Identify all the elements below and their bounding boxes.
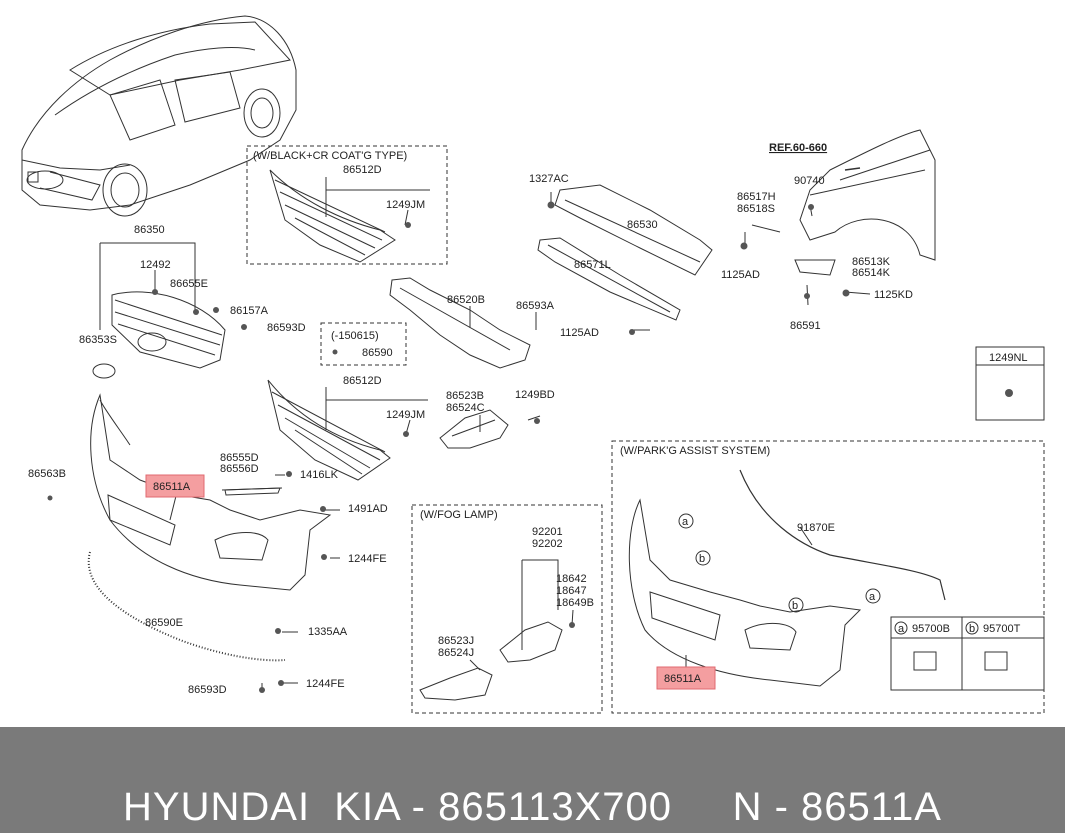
label-86556d: 86556D xyxy=(220,463,259,475)
footer-part-number: HYUNDAI KIA - 865113X700 N - 86511A xyxy=(123,785,942,829)
label-86555d: 86555D xyxy=(220,452,259,464)
label-section-fog-lamp: (W/FOG LAMP) xyxy=(420,509,498,521)
label-86655e: 86655E xyxy=(170,278,208,290)
label-86353s: 86353S xyxy=(79,334,117,346)
label-section-date-note: (-150615) xyxy=(331,330,379,342)
label-86563b: 86563B xyxy=(28,468,66,480)
sensor-b-icon xyxy=(984,651,1008,671)
label-1244fe-top: 1244FE xyxy=(348,553,387,565)
label-86511a-main: 86511A xyxy=(153,481,191,493)
label-86523j: 86523J xyxy=(438,635,474,647)
label-circle-a2: a xyxy=(869,591,876,603)
label-18649b: 18649B xyxy=(556,597,594,609)
fastener-callout-box xyxy=(975,346,1045,421)
radiator-grille-part xyxy=(92,291,226,379)
bumper-bracket-part xyxy=(389,277,531,369)
label-86512d-top: 86512D xyxy=(343,164,382,176)
label-1249jm-mid: 1249JM xyxy=(386,409,425,421)
label-circle-a1: a xyxy=(682,516,689,528)
label-reference: REF.60-660 xyxy=(769,142,827,154)
label-18642: 18642 xyxy=(556,573,587,585)
fog-lamp-part xyxy=(419,621,563,701)
label-90740: 90740 xyxy=(794,175,825,187)
label-1327ac: 1327AC xyxy=(529,173,569,185)
label-circle-b1: b xyxy=(699,553,705,565)
bumper-cover-part xyxy=(90,393,332,591)
label-1249bd: 1249BD xyxy=(515,389,555,401)
label-86591: 86591 xyxy=(790,320,821,332)
label-86523b: 86523B xyxy=(446,390,484,402)
label-86513k: 86513K xyxy=(852,256,891,268)
label-sensor-a: 95700B xyxy=(912,623,950,635)
highlight-park xyxy=(656,666,716,690)
label-1125kd: 1125KD xyxy=(874,289,913,301)
label-1249jm-top: 1249JM xyxy=(386,199,425,211)
label-letter-a: a xyxy=(898,623,905,635)
label-86524j: 86524J xyxy=(438,647,474,659)
grille-upper-part xyxy=(269,169,396,263)
label-86530: 86530 xyxy=(627,219,658,231)
section-box-fog-lamp xyxy=(411,504,603,714)
label-1125ad-mid: 1125AD xyxy=(560,327,599,339)
label-section-black-cr: (W/BLACK+CR COAT'G TYPE) xyxy=(253,150,407,162)
label-sensor-b: 95700T xyxy=(983,623,1021,635)
label-86517h: 86517H xyxy=(737,191,776,203)
label-86590: 86590 xyxy=(362,347,393,359)
label-1335aa: 1335AA xyxy=(308,626,348,638)
label-1249nl: 1249NL xyxy=(989,352,1028,364)
label-1491ad: 1491AD xyxy=(348,503,388,515)
label-86157a: 86157A xyxy=(230,305,269,317)
label-letter-b: b xyxy=(969,623,975,635)
fog-cover-part xyxy=(439,409,509,449)
label-92202: 92202 xyxy=(532,538,563,550)
label-1416lk: 1416LK xyxy=(300,469,339,481)
highlight-main xyxy=(145,474,205,498)
exploded-parts-diagram: (W/BLACK+CR COAT'G TYPE) (-150615) (W/FO… xyxy=(21,15,1045,714)
car-illustration xyxy=(21,15,297,217)
section-box-park-assist xyxy=(611,440,1045,714)
label-18647: 18647 xyxy=(556,585,587,597)
label-86512d-mid: 86512D xyxy=(343,375,382,387)
sensor-callout-box xyxy=(890,616,1045,691)
label-12492: 12492 xyxy=(140,259,171,271)
fender-part xyxy=(799,129,936,261)
label-86590e: 86590E xyxy=(145,617,183,629)
label-91870e: 91870E xyxy=(797,522,835,534)
label-1125ad-right: 1125AD xyxy=(721,269,760,281)
callout-b-circle xyxy=(965,621,979,635)
label-section-park-assist: (W/PARK'G ASSIST SYSTEM) xyxy=(620,445,770,457)
label-1244fe-bot: 1244FE xyxy=(306,678,345,690)
park-assist-bumper-part xyxy=(628,469,946,687)
label-86593d-bot: 86593D xyxy=(188,684,227,696)
label-86524c: 86524C xyxy=(446,402,485,414)
label-86593d-top: 86593D xyxy=(267,322,306,334)
label-circle-b2: b xyxy=(792,600,798,612)
label-86593a: 86593A xyxy=(516,300,555,312)
sensor-a-icon xyxy=(913,651,937,671)
label-86518s: 86518S xyxy=(737,203,775,215)
section-box-black-cr xyxy=(246,145,448,265)
label-92201: 92201 xyxy=(532,526,563,538)
label-86520b: 86520B xyxy=(447,294,485,306)
bumper-beam-part xyxy=(537,184,713,321)
footer-bar: HYUNDAI KIA - 865113X700 N - 86511A xyxy=(0,727,1065,833)
callout-a-circle xyxy=(894,621,908,635)
label-86571l: 86571L xyxy=(574,259,611,271)
lower-molding-part xyxy=(87,551,286,662)
label-86514k: 86514K xyxy=(852,267,891,279)
label-86511a-park: 86511A xyxy=(664,673,702,685)
section-box-date-note xyxy=(320,322,407,366)
grille-lower-part xyxy=(267,379,391,481)
label-86350: 86350 xyxy=(134,224,165,236)
